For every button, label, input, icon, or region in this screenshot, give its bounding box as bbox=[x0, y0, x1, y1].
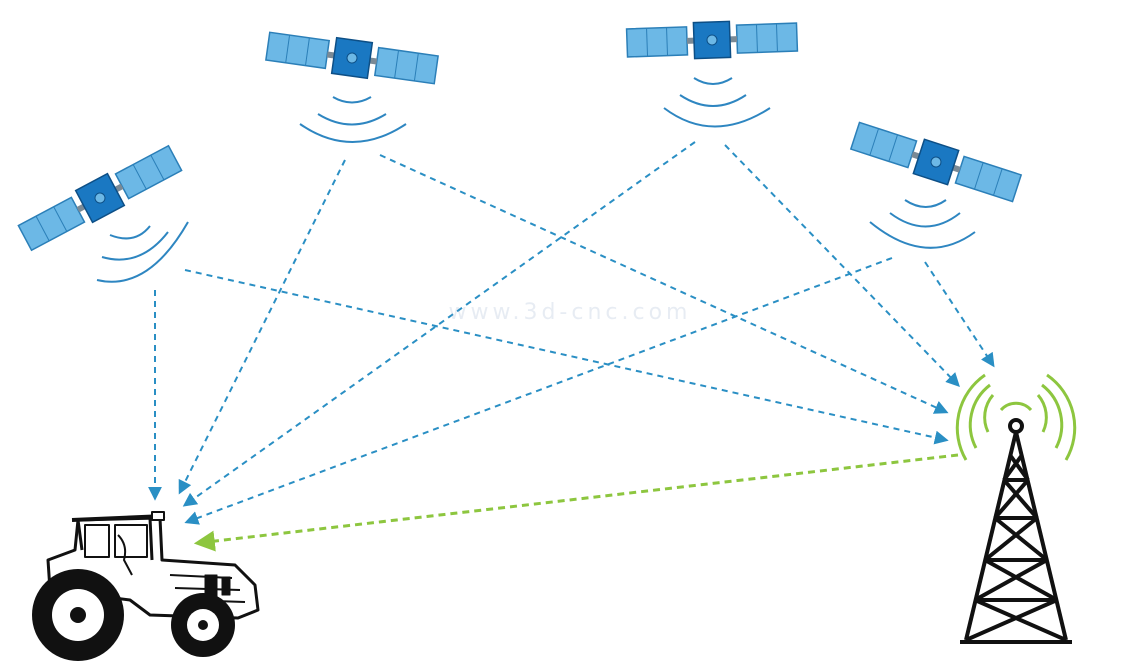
satellite-3 bbox=[625, 20, 799, 128]
satellite-1 bbox=[17, 144, 189, 283]
tractor-front-wheel bbox=[171, 593, 235, 657]
link-satellite-3-to-tractor bbox=[182, 141, 696, 507]
link-satellite-4-to-tractor bbox=[184, 257, 893, 525]
link-satellite-2-to-base-station-tower bbox=[379, 154, 949, 414]
link-satellite-3-to-base-station-tower bbox=[724, 144, 960, 388]
satellite-4-signal-waves bbox=[869, 199, 976, 249]
satellite-4 bbox=[849, 121, 1023, 249]
satellite-3-signal-waves bbox=[663, 77, 771, 128]
signal-links bbox=[148, 141, 995, 552]
satellite-2-body bbox=[265, 31, 439, 85]
tractor-rear-wheel bbox=[32, 569, 124, 661]
satellite-4-body bbox=[849, 121, 1023, 203]
satellite-2-signal-waves bbox=[299, 96, 407, 143]
link-satellite-2-to-tractor bbox=[178, 159, 346, 495]
base-station-tower bbox=[955, 373, 1077, 644]
satellite-2 bbox=[265, 31, 439, 143]
tower-structure bbox=[960, 418, 1072, 644]
satellite-1-body bbox=[17, 144, 183, 252]
link-base-station-tower-to-tractor bbox=[193, 453, 959, 552]
link-satellite-4-to-base-station-tower bbox=[924, 261, 995, 368]
tractor bbox=[32, 511, 260, 661]
tower-signal-waves bbox=[955, 373, 1077, 461]
satellite-3-body bbox=[625, 20, 799, 60]
satellite-1-signal-waves bbox=[96, 221, 189, 283]
link-satellite-1-to-base-station-tower bbox=[184, 269, 949, 445]
